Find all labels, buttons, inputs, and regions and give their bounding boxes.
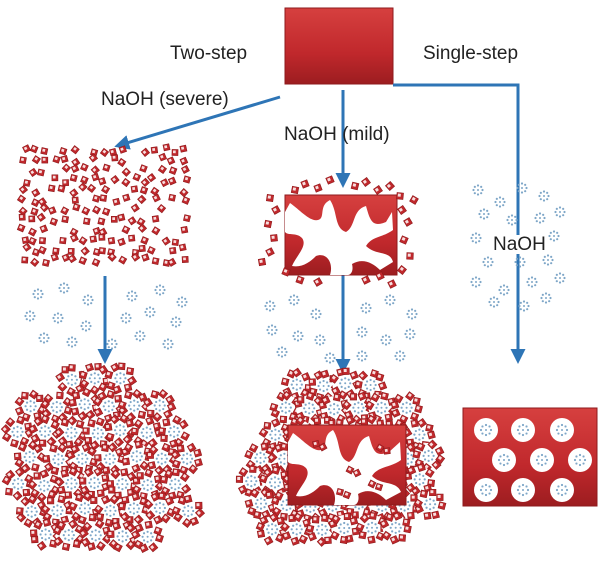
source-block xyxy=(284,7,394,85)
pores xyxy=(474,418,592,502)
dispersed-particles-cloud xyxy=(16,143,192,268)
etched-block xyxy=(284,194,398,276)
composite-block-decoration xyxy=(312,440,391,500)
right-naoh-particles xyxy=(470,182,566,312)
arrow-severe xyxy=(114,95,281,150)
left-aggregate xyxy=(0,362,206,560)
label-naoh: NaOH xyxy=(491,234,548,255)
block-fragments xyxy=(257,175,419,289)
label-naoh-mild: NaOH (mild) xyxy=(284,124,390,145)
arrows xyxy=(97,83,526,374)
label-single-step: Single-step xyxy=(423,43,519,64)
arrow-single-step xyxy=(393,83,526,364)
label-naoh-severe: NaOH (severe) xyxy=(101,89,229,110)
left-naoh-particles xyxy=(24,282,188,350)
label-two-step: Two-step xyxy=(170,43,248,64)
middle-naoh-particles xyxy=(264,294,418,364)
